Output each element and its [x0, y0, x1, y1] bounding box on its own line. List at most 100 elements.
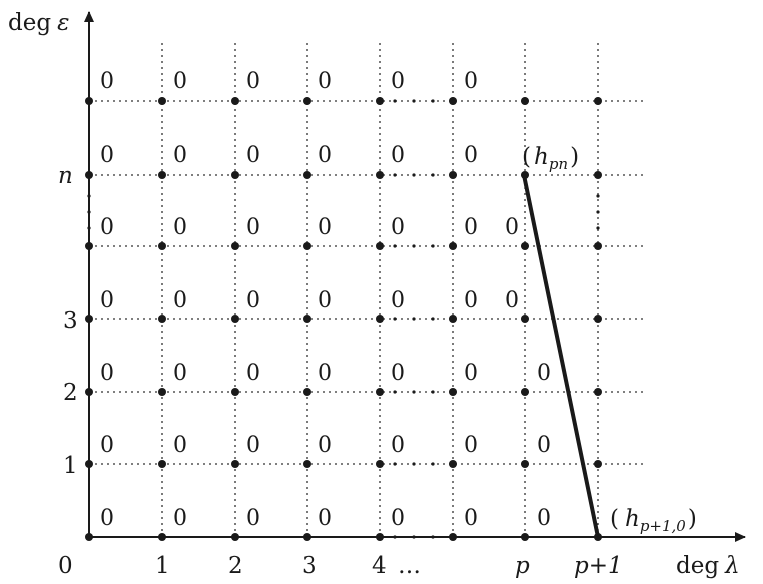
lattice-dot: [85, 242, 93, 250]
ellipsis-dot: [87, 210, 91, 214]
lattice-dot: [303, 242, 311, 250]
zero-entry: 0: [318, 143, 332, 168]
ellipsis-dot: [431, 244, 435, 248]
zero-entry: 0: [318, 361, 332, 386]
zero-entry: 0: [318, 69, 332, 94]
lattice-dot: [376, 97, 384, 105]
ellipsis-dot: [412, 244, 416, 248]
x-tick-0: 0: [58, 553, 73, 579]
ellipsis-dot: [393, 462, 397, 466]
lattice-dot: [158, 171, 166, 179]
lattice-dot: [521, 388, 529, 396]
zero-entry: 0: [246, 361, 260, 386]
ellipsis-dot: [431, 535, 435, 539]
lattice-dot: [85, 97, 93, 105]
zero-entry: 0: [246, 506, 260, 531]
y-tick-2: 2: [63, 380, 78, 406]
lattice-dot: [158, 97, 166, 105]
lattice-dot: [449, 97, 457, 105]
lattice-dot: [376, 460, 384, 468]
ellipsis-dot: [596, 226, 600, 230]
ellipsis-dot: [393, 99, 397, 103]
zero-entry: 0: [318, 506, 332, 531]
lattice-dot: [449, 171, 457, 179]
zero-entry: 0: [464, 143, 478, 168]
zero-entry: 0: [246, 433, 260, 458]
lattice-dot: [449, 533, 457, 541]
lattice-dot: [303, 388, 311, 396]
lattice-dot: [449, 242, 457, 250]
ellipsis-dot: [393, 390, 397, 394]
lattice-dot: [231, 97, 239, 105]
ellipsis-dot: [393, 173, 397, 177]
zero-entry: 0: [100, 288, 114, 313]
ellipsis-dot: [412, 317, 416, 321]
lattice-dot: [85, 388, 93, 396]
lattice-dot: [231, 242, 239, 250]
zero-entry: 0: [100, 215, 114, 240]
zero-entry: 0: [464, 215, 478, 240]
zero-entry: 0: [100, 433, 114, 458]
annotation-h-pn: (hpn): [522, 144, 579, 173]
lattice-dot: [521, 171, 529, 179]
zero-entry: 0: [391, 433, 405, 458]
lattice-dot: [449, 388, 457, 396]
ellipsis-dot: [393, 317, 397, 321]
x-tick-1: 1: [155, 553, 170, 579]
dotted-grid: [89, 40, 645, 537]
lattice-dot: [158, 315, 166, 323]
ellipsis-dot: [431, 317, 435, 321]
lattice-dot: [521, 460, 529, 468]
ellipsis-dot: [412, 535, 416, 539]
zero-entry: 0: [391, 215, 405, 240]
zero-entry: 0: [173, 433, 187, 458]
zero-entry: 0: [173, 288, 187, 313]
zero-entry: 0: [246, 215, 260, 240]
ellipsis-dot: [431, 462, 435, 466]
lattice-dot: [521, 242, 529, 250]
differential-line: [522, 174, 600, 538]
zero-entry: 0: [537, 361, 551, 386]
lattice-dot: [231, 171, 239, 179]
ellipsis-dot: [596, 210, 600, 214]
zero-entry: 0: [100, 69, 114, 94]
row-ellipses: [87, 99, 600, 539]
lattice-dot: [376, 388, 384, 396]
ellipsis-dot: [393, 535, 397, 539]
zero-entry: 0: [318, 433, 332, 458]
lattice-dot: [303, 171, 311, 179]
lattice-dot: [594, 171, 602, 179]
zero-entry: 0: [100, 361, 114, 386]
x-tick-p-plus-1: p+1: [574, 553, 623, 579]
zero-entry: 0: [464, 361, 478, 386]
lattice-dot: [521, 533, 529, 541]
zero-entry: 0: [173, 69, 187, 94]
zero-entry: 0: [318, 288, 332, 313]
zero-entry: 0: [173, 215, 187, 240]
zero-entry: 0: [464, 69, 478, 94]
ellipsis-dot: [431, 173, 435, 177]
lattice-dot: [158, 388, 166, 396]
lattice-dot: [521, 97, 529, 105]
lattice-dot: [85, 460, 93, 468]
lattice-dot: [521, 315, 529, 323]
lattice-dot: [594, 533, 602, 541]
x-tick-3: 3: [302, 553, 317, 579]
lattice-dot: [85, 315, 93, 323]
zero-entry: 0: [537, 433, 551, 458]
zero-entry: 0: [391, 361, 405, 386]
zero-entry: 0: [100, 143, 114, 168]
zero-entry: 0: [505, 215, 519, 240]
zero-entry: 0: [173, 361, 187, 386]
zero-entry: 0: [391, 69, 405, 94]
lattice-dot: [158, 460, 166, 468]
ellipsis-dot: [431, 99, 435, 103]
lattice-dot: [85, 171, 93, 179]
lattice-dot: [85, 533, 93, 541]
zero-entry: 0: [318, 215, 332, 240]
ellipsis-dot: [596, 194, 600, 198]
lattice-dot: [376, 242, 384, 250]
